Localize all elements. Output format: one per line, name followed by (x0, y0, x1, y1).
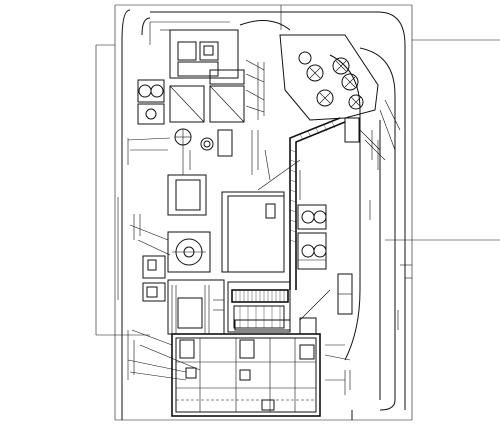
large-round-tank (167, 231, 211, 273)
right-fan-unit (297, 204, 327, 270)
pipe-rack (289, 117, 346, 290)
main-building (167, 174, 285, 273)
round-vessels (174, 128, 233, 175)
drawing-frame (95, 4, 500, 421)
square-tanks (169, 69, 245, 123)
site-road (121, 9, 406, 420)
tank-farm (279, 34, 401, 151)
left-fan-unit (137, 79, 165, 125)
bottom-building (171, 333, 321, 417)
conveyor-block (227, 281, 291, 333)
left-small-units (142, 255, 166, 302)
upper-equipment (149, 21, 239, 79)
annotation-marks (127, 62, 399, 395)
leader-lines (127, 59, 386, 381)
outbuilding (299, 273, 353, 335)
process-area (167, 279, 225, 335)
